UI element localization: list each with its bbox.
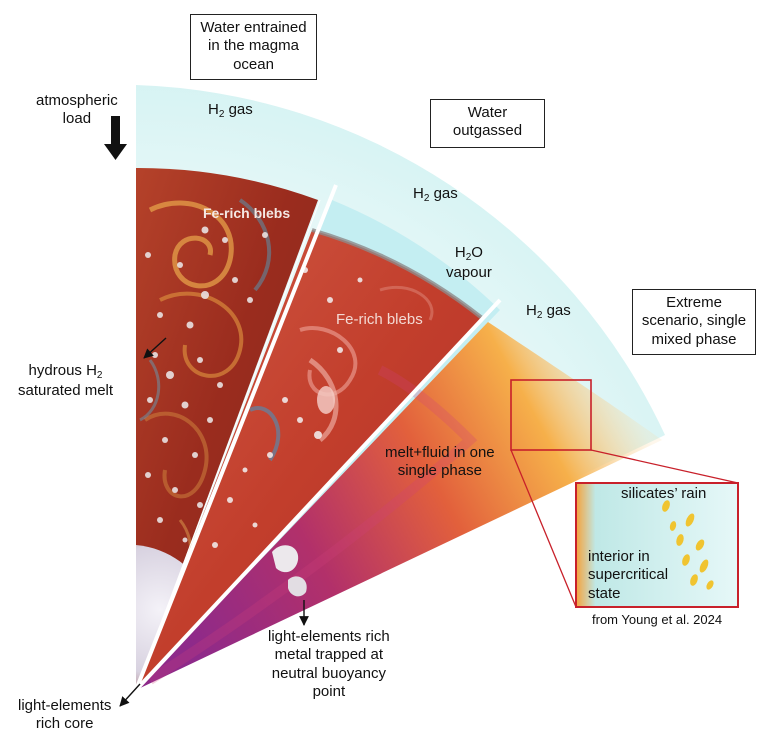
h2o-vapour-label: H2O vapour xyxy=(446,244,492,282)
silicates-rain-label: silicates’ rain xyxy=(621,485,707,502)
h2-gas-label-2: H2 gas xyxy=(413,185,458,204)
fe-rich-blebs-label-1: Fe-rich blebs xyxy=(203,205,291,221)
light-elements-metal-label: light-elements rich metal trapped at neu… xyxy=(268,628,390,700)
atmospheric-load-label: atmospheric load xyxy=(36,92,118,128)
zoom-inset xyxy=(575,482,739,608)
water-outgassed-box: Water outgassed xyxy=(430,99,545,148)
magma-ocean-sector-1 xyxy=(136,167,318,691)
source-citation: from Young et al. 2024 xyxy=(592,612,723,627)
interior-supercritical-label: interior in supercritical state xyxy=(588,548,669,602)
fe-rich-blebs-label-2: Fe-rich blebs xyxy=(336,311,423,328)
zoom-source-box xyxy=(510,379,592,451)
extreme-scenario-box: Extreme scenario, single mixed phase xyxy=(632,289,756,355)
metal-blob xyxy=(272,545,299,573)
magma-ocean-sector-2 xyxy=(136,230,482,690)
hydrous-melt-label: hydrous H2 saturated melt xyxy=(18,362,114,400)
atmospheric-load-arrow xyxy=(104,116,127,160)
mixed-phase-region xyxy=(136,322,662,690)
h2-gas-label-3: H2 gas xyxy=(526,302,571,321)
silicate-droplets xyxy=(662,500,714,590)
h2-gas-label-1: H2 gas xyxy=(208,101,253,120)
melt-fluid-label: melt+fluid in one single phase xyxy=(385,444,495,480)
water-entrained-box: Water entrained in the magma ocean xyxy=(190,14,317,80)
sector-outgassed xyxy=(136,200,500,690)
light-elements-core-label: light-elements rich core xyxy=(18,697,112,733)
